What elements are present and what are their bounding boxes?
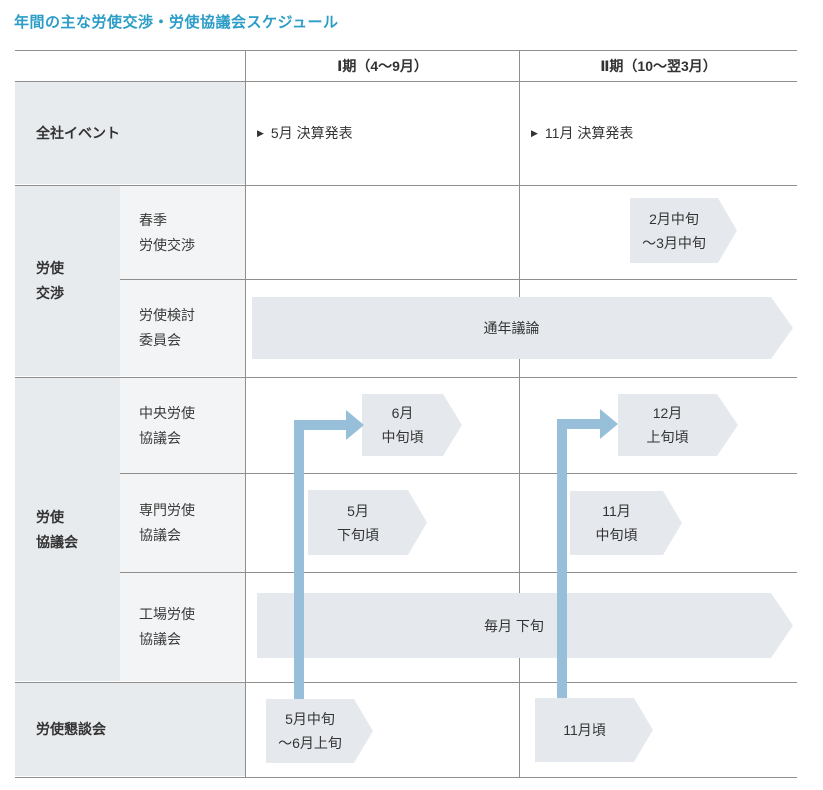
event-earnings-november-text: 11月 決算発表 <box>544 125 634 141</box>
grid-line-top <box>15 50 797 51</box>
grid-line-row2 <box>15 377 797 378</box>
sublabel-bg-council <box>120 378 245 681</box>
grid-line-bottom <box>15 777 797 778</box>
box-spring-negotiation-period: 2月中旬 〜3月中旬 <box>630 198 737 263</box>
box-roundtable-p1-line2: 〜6月上旬 <box>278 735 342 751</box>
box-central-p1-line1: 6月 <box>391 405 414 421</box>
box-roundtable-p2: 11月頃 <box>535 698 653 762</box>
group-label-council-line2: 協議会 <box>36 533 78 550</box>
connector-p2-horizontal <box>557 419 600 429</box>
header-period2: Ⅱ期（10〜翌3月） <box>600 57 717 74</box>
box-spring-line1: 2月中旬 <box>649 210 699 227</box>
box-roundtable-p2-line1: 11月頃 <box>563 722 606 738</box>
sub-label-study-committee: 労使検討 委員会 <box>139 280 195 376</box>
box-special-p1-line1: 5月 <box>347 502 369 519</box>
box-special-council-p1: 5月 下旬頃 <box>308 490 427 555</box>
row-label-roundtable: 労使懇談会 <box>36 683 106 776</box>
label-bg-company-events <box>15 82 245 184</box>
group-label-council-line1: 労使 <box>36 508 64 525</box>
grid-subline-central-special <box>120 473 797 474</box>
arrow-monthly-text: 毎月 下旬 <box>484 617 544 634</box>
page-title: 年間の主な労使交渉・労使協議会スケジュール <box>14 14 339 31</box>
group-label-negotiation-line1: 労使 <box>36 260 64 276</box>
sub-label-factory-line1: 工場労使 <box>139 606 195 622</box>
connector-p2-arrowhead-icon <box>600 409 618 439</box>
sub-label-special-line1: 専門労使 <box>139 501 195 518</box>
sub-label-spring-line1: 春季 <box>139 211 167 228</box>
sub-label-central-council: 中央労使 協議会 <box>139 378 195 473</box>
box-central-p1-line2: 中旬頃 <box>381 429 424 445</box>
sub-label-central-line1: 中央労使 <box>139 404 195 421</box>
grid-line-row3 <box>15 682 797 683</box>
label-bg-negotiation-group <box>15 186 120 376</box>
event-earnings-may: ▶ 5月 決算発表 <box>257 81 353 185</box>
grid-vline-label-edge <box>245 50 246 777</box>
grid-subline-spring-committee <box>120 279 797 280</box>
sub-label-factory-line2: 協議会 <box>139 631 181 647</box>
box-central-council-p1: 6月 中旬頃 <box>362 394 462 456</box>
arrow-yearround-discussion: 通年議論 <box>252 297 793 359</box>
arrow-monthly-late: 毎月 下旬 <box>257 593 793 658</box>
box-central-council-p2: 12月 上旬頃 <box>618 394 738 456</box>
box-roundtable-p1: 5月中旬 〜6月上旬 <box>266 699 373 763</box>
label-bg-council-group <box>15 378 120 681</box>
triangle-marker-icon: ▶ <box>257 127 264 138</box>
triangle-marker-icon: ▶ <box>531 127 538 138</box>
group-label-council: 労使 協議会 <box>36 378 78 681</box>
grid-line-row1 <box>15 185 797 186</box>
header-period1: Ⅰ期（4〜9月） <box>337 57 428 74</box>
connector-p1-vertical <box>294 420 304 699</box>
grid-line-header-bottom <box>15 81 797 82</box>
sub-label-spring-negotiation: 春季 労使交渉 <box>139 186 195 279</box>
grid-subline-special-factory <box>120 572 797 573</box>
group-label-negotiation-line2: 交渉 <box>36 285 64 301</box>
sub-label-central-line2: 協議会 <box>139 429 181 446</box>
connector-p1-arrowhead-icon <box>346 410 364 440</box>
sub-label-committee-line2: 委員会 <box>139 332 181 348</box>
row-label-company-events-text: 全社イベント <box>36 124 120 141</box>
grid-vline-period-divider <box>519 50 520 777</box>
label-bg-roundtable <box>15 683 245 776</box>
event-earnings-may-text: 5月 決算発表 <box>270 125 353 141</box>
box-roundtable-p1-line1: 5月中旬 <box>285 711 335 727</box>
box-spring-line2: 〜3月中旬 <box>642 234 706 251</box>
box-central-p2-line2: 上旬頃 <box>646 429 689 445</box>
group-label-negotiation: 労使 交渉 <box>36 186 64 376</box>
box-special-council-p2: 11月 中旬頃 <box>570 491 682 555</box>
sublabel-bg-negotiation <box>120 186 245 376</box>
sub-label-committee-line1: 労使検討 <box>139 307 195 323</box>
connector-p2-vertical <box>557 419 567 698</box>
box-special-p2-line2: 中旬頃 <box>595 527 638 543</box>
event-earnings-november: ▶ 11月 決算発表 <box>531 81 633 185</box>
box-special-p1-line2: 下旬頃 <box>337 526 379 543</box>
connector-p1-horizontal <box>294 420 346 430</box>
sub-label-special-council: 専門労使 協議会 <box>139 474 195 571</box>
box-special-p2-line1: 11月 <box>602 503 631 519</box>
sub-label-special-line2: 協議会 <box>139 526 181 543</box>
sub-label-factory-council: 工場労使 協議会 <box>139 573 195 681</box>
row-label-company-events: 全社イベント <box>36 82 120 184</box>
row-label-roundtable-text: 労使懇談会 <box>36 721 106 737</box>
sub-label-spring-line2: 労使交渉 <box>139 236 195 253</box>
box-central-p2-line1: 12月 <box>652 405 683 421</box>
arrow-yearround-text: 通年議論 <box>483 320 540 336</box>
